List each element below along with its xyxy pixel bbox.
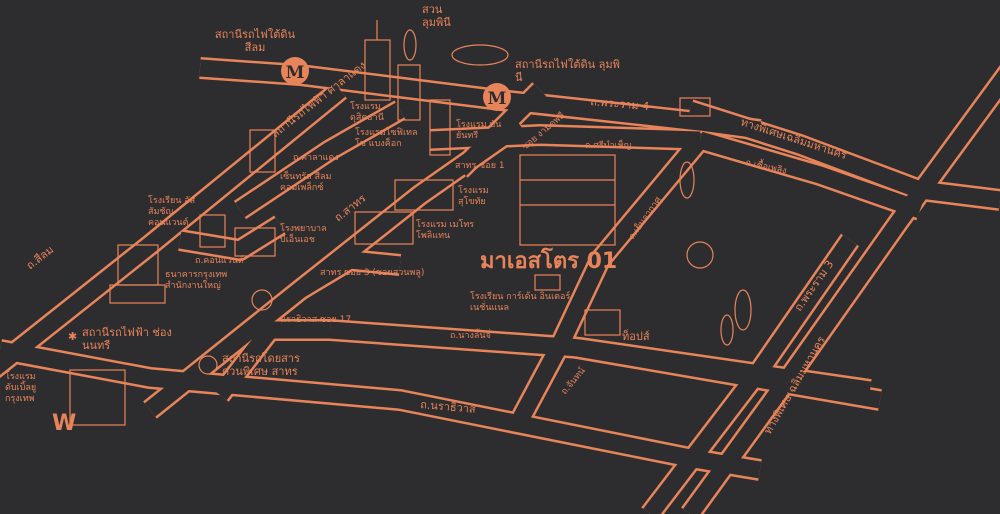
maestro-building-icon xyxy=(519,154,616,246)
label-central-silom: เซ็นทรัล สีลมคอมเพล็กซ์ xyxy=(280,172,332,193)
brt-icon xyxy=(198,355,218,375)
metropolitan-building-icon xyxy=(354,211,414,245)
tree-icon xyxy=(403,29,417,61)
label-lumphini-park: สวน ลุมพินี xyxy=(422,3,451,29)
label-road-sathorn-soi1: สาทร ซอย 1 xyxy=(455,161,505,171)
svg-text:M: M xyxy=(488,89,507,109)
label-metropolitan: โรงแรม เมโทรโพลิแทน xyxy=(416,220,475,241)
label-road-rama4: ถ.พระราม 4 xyxy=(590,95,650,113)
w-hotel-building-icon xyxy=(69,369,126,426)
tops-building-icon xyxy=(584,309,621,336)
label-road-silom: ถ.สีลม xyxy=(24,243,56,272)
label-road-soi17: นราธิวาส ซอย 17 xyxy=(280,314,351,325)
label-road-convent: ถ.คอนแวนต์ xyxy=(195,254,244,266)
building-sketches: W xyxy=(52,20,752,436)
label-mrt-silom: สถานีรถไฟใต้ดิน สีลม xyxy=(214,28,296,54)
tree-icon xyxy=(686,241,714,269)
tree-icon xyxy=(251,289,273,311)
sofitel-building-icon xyxy=(397,64,421,121)
svg-text:W: W xyxy=(52,411,76,436)
label-sukhothai: โรงแรม สุโขทัย xyxy=(458,186,489,207)
label-road-chan: ถ.จันทน์ xyxy=(558,365,588,397)
bts-icon: ✱ xyxy=(68,330,77,343)
label-tops: ท็อปส์ xyxy=(622,329,650,343)
label-sofitel: โรงแรมโซฟิเทล โซ แบงค็อก xyxy=(355,128,418,149)
label-road-si-bamphen: ถ.ศรีบำเพ็ญ xyxy=(585,138,632,151)
label-bangkok-bank: ธนาคารกรุงเทพ สำนักงานใหญ่ xyxy=(165,270,228,291)
label-bts-chong-nonsi: สถานีรถไฟฟ้า ช่องนนทรี xyxy=(82,326,172,352)
label-garden-school: โรงเรียน การ์เด้น อินเตอร์เนชั่นแนล xyxy=(470,292,571,313)
label-dusit-thani: โรงแรม ดุสิตธานี xyxy=(350,102,384,123)
label-road-sala-daeng: ถ.ศาลาแดง xyxy=(293,153,339,163)
label-road-narathiwas: ถ.นราธิวาส xyxy=(420,398,477,416)
central-silom-building-icon xyxy=(249,129,276,173)
school-garden-building-icon xyxy=(534,274,561,291)
label-road-sathorn-soi3: สาทร ซอย 3 (ซอยสวนพลู) xyxy=(320,268,424,278)
label-hospital: โรงพยาบาล บีเอ็นเอช xyxy=(280,224,327,245)
tree-icon xyxy=(679,161,695,199)
tree-icon xyxy=(734,289,752,331)
label-mrt-lumphini: สถานีรถไฟใต้ดิน ลุมพินี xyxy=(515,58,620,84)
school-building-icon xyxy=(199,214,226,248)
label-w-hotel: โรงแรม ดับเบิ้ลยู กรุงเทพ xyxy=(5,372,37,404)
label-brt-sathorn: สถานีรถโดยสาร ด่วนพิเศษ สาทร xyxy=(222,352,300,378)
mrt-lumphini-icon[interactable]: M xyxy=(483,83,511,111)
svg-text:M: M xyxy=(286,63,305,83)
banyan-tree-building-icon xyxy=(429,99,451,156)
label-road-sathorn: ถ.สาทร xyxy=(332,192,369,225)
label-banyan-tree: โรงแรม บันยันทรี xyxy=(456,120,502,141)
mrt-silom-icon[interactable]: M xyxy=(281,57,309,85)
tree-icon xyxy=(720,314,734,346)
lake-icon xyxy=(451,44,509,66)
label-road-nang-linchi: ถ.นางลิ้นจี่ xyxy=(450,328,491,341)
hospital-building-icon xyxy=(234,227,276,257)
sukhothai-building-icon xyxy=(394,179,454,211)
label-school: โรงเรียน อัสสัมชัญคอนแวนต์ xyxy=(148,196,196,228)
gate-icon xyxy=(679,97,711,117)
highlight-maestro-01[interactable]: มาเอสโตร 01 xyxy=(480,247,617,274)
